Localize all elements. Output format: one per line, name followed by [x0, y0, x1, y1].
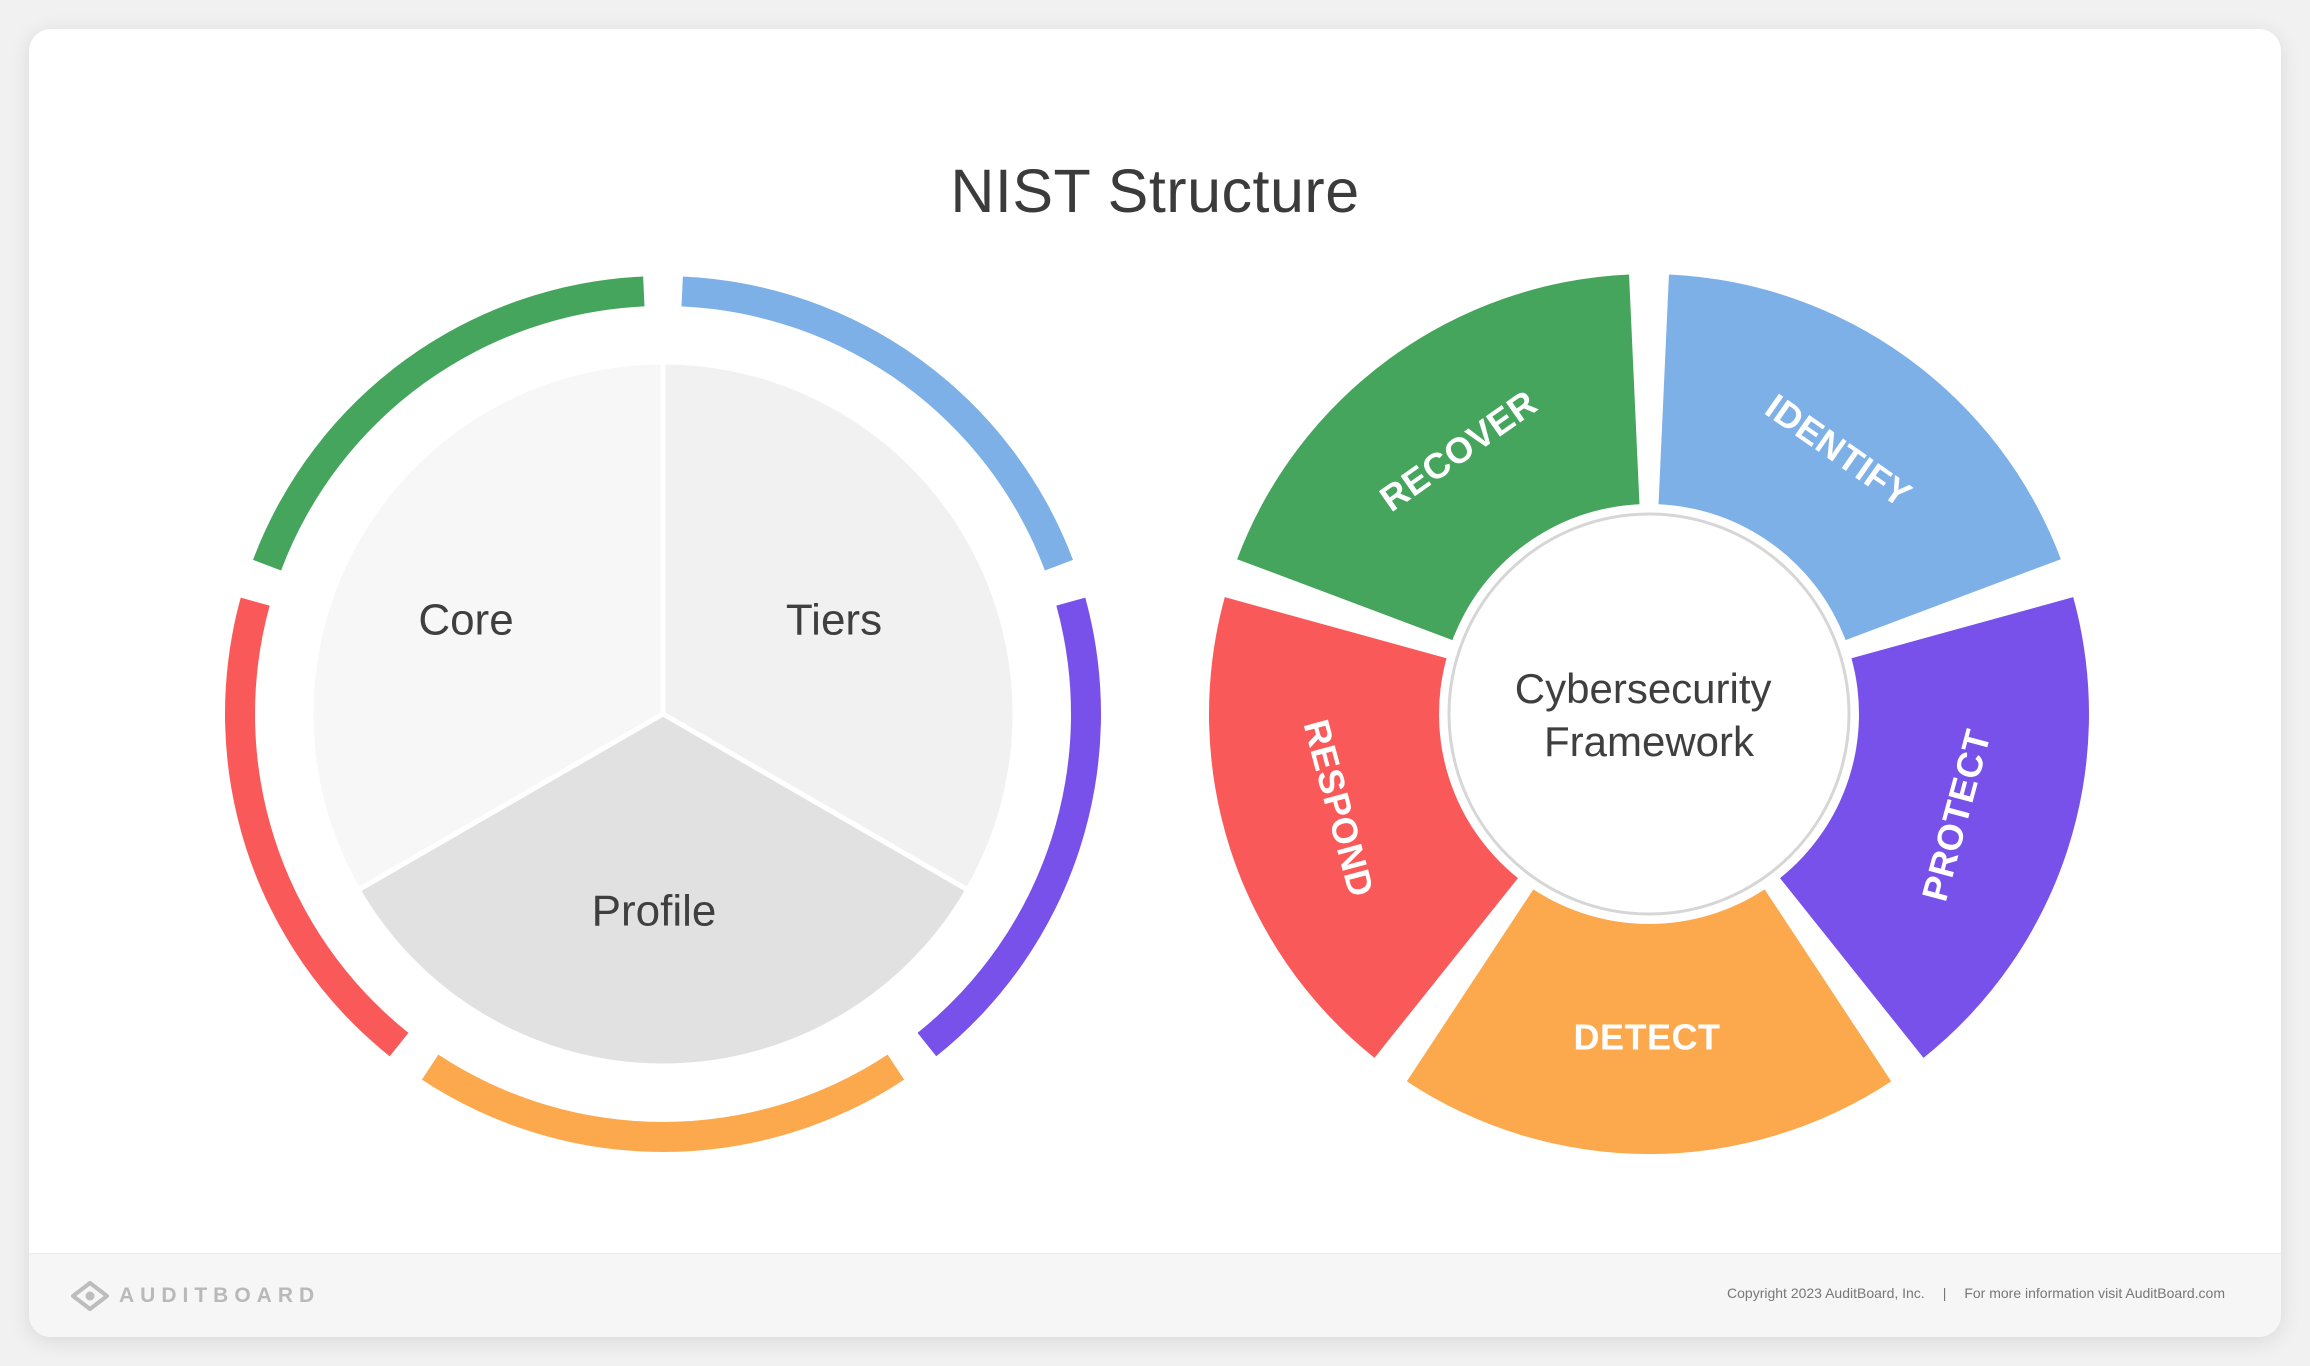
framework-function-ring [1208, 274, 2090, 1154]
ring-segment-purple [917, 597, 1101, 1057]
center-label-line-1: Cybersecurity [1515, 665, 1772, 712]
pie-segment-tiers [660, 359, 1018, 894]
copyright-text: Copyright 2023 AuditBoard, Inc. [1727, 1285, 1925, 1301]
brand-name: AUDITBOARD [119, 1284, 321, 1307]
function-segment-detect [1406, 889, 1892, 1154]
segment-label-core: Core [418, 596, 513, 645]
footer: AUDITBOARD Copyright 2023 AuditBoard, In… [29, 1253, 2281, 1337]
nist-structure-diagram: Core Tiers Profile [225, 276, 1101, 1152]
pie-segment-core [308, 359, 666, 894]
segment-label-tiers: Tiers [786, 596, 882, 645]
cybersecurity-framework-diagram: Cybersecurity Framework IDENTIFY PROTECT… [1208, 274, 2090, 1154]
function-segment-respond [1208, 597, 1518, 1058]
ring-segment-orange [421, 1054, 905, 1152]
segment-label-profile: Profile [592, 887, 717, 936]
nist-diagrams: Core Tiers Profile Cybersecurity Framewo… [225, 274, 2090, 1154]
function-segment-recover [1237, 274, 1640, 641]
outer-color-ring [225, 276, 1101, 1152]
function-segment-protect [1780, 597, 2090, 1058]
footer-text: Copyright 2023 AuditBoard, Inc. | For mo… [1727, 1285, 2225, 1301]
center-label: Cybersecurity Framework [1515, 665, 1783, 765]
center-label-line-2: Framework [1544, 718, 1755, 765]
ring-segment-blue [681, 276, 1073, 571]
auditboard-logo-icon [71, 1281, 109, 1311]
function-label-detect: DETECT [1574, 1017, 1721, 1058]
function-segment-identify [1658, 274, 2061, 641]
structure-pie [308, 359, 1018, 1069]
brand-logo[interactable]: AUDITBOARD [71, 1279, 320, 1313]
ring-segment-red [225, 597, 409, 1057]
page-title: NIST Structure [950, 157, 1360, 225]
more-info-link[interactable]: For more information visit AuditBoard.co… [1964, 1285, 2225, 1301]
slide-card: NIST Structure Core Tiers Profile Cybers… [29, 29, 2281, 1337]
footer-separator: | [1942, 1285, 1947, 1301]
center-circle [1447, 512, 1851, 916]
ring-segment-green [253, 276, 645, 571]
pie-segment-profile [354, 711, 972, 1069]
